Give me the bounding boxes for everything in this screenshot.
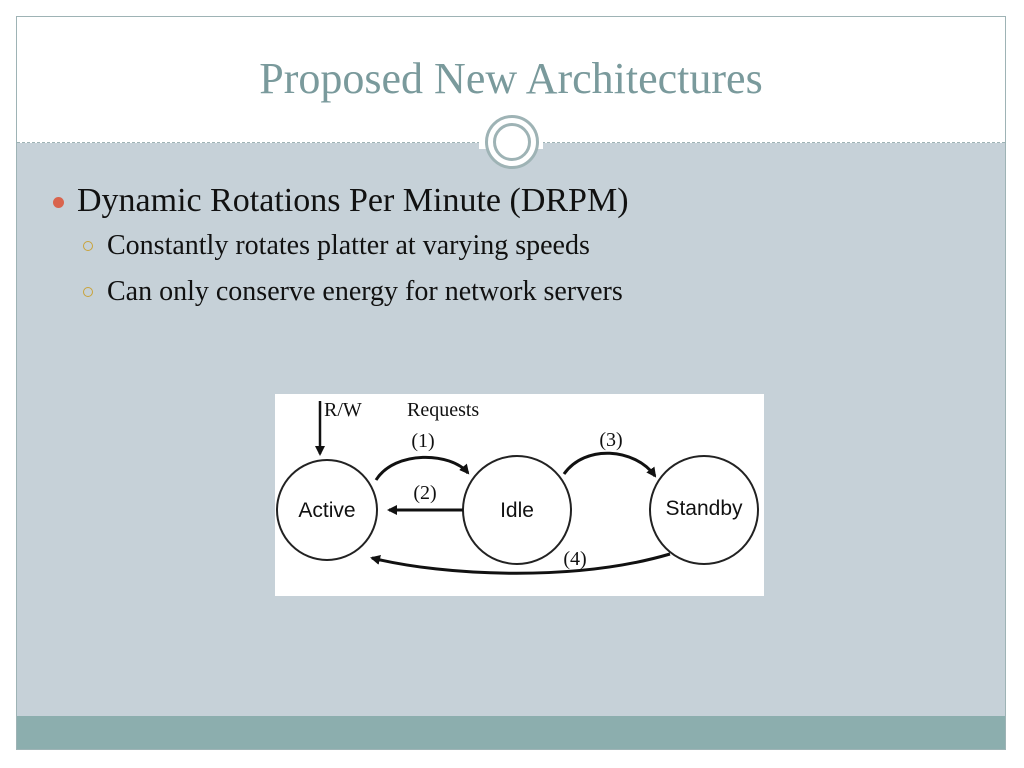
transition-1-label: (1) (411, 430, 434, 452)
sub-bullet-text: Can only conserve energy for network ser… (107, 276, 623, 307)
sub-bullet-circle-icon (83, 287, 93, 297)
requests-label: Requests (407, 399, 479, 421)
state-active-circle (276, 459, 378, 561)
sub-bullet-circle-icon (83, 241, 93, 251)
state-diagram-svg: Active Idle Standby R/W Requests (1) (2)… (276, 399, 759, 575)
transition-1-arrow (374, 455, 470, 481)
bullet-text: Dynamic Rotations Per Minute (DRPM) (77, 182, 629, 219)
transition-3-arrow (562, 451, 657, 478)
transition-3-label: (3) (599, 429, 622, 451)
slide-title: Proposed New Architectures (259, 54, 763, 103)
sub-bullet-text: Constantly rotates platter at varying sp… (107, 230, 590, 261)
ring-ornament-icon (485, 115, 539, 169)
sub-bullet-item: Constantly rotates platter at varying sp… (53, 223, 973, 269)
footer-bar (17, 716, 1005, 749)
bullet-dot-icon (53, 197, 64, 208)
bullet-item: Dynamic Rotations Per Minute (DRPM) (53, 179, 973, 223)
ring-inner (493, 123, 531, 161)
transition-4-label: (4) (563, 548, 586, 570)
drpm-state-diagram: Active Idle Standby R/W Requests (1) (2)… (275, 394, 764, 596)
bullet-list: Dynamic Rotations Per Minute (DRPM) Cons… (53, 179, 973, 315)
slide: Proposed New Architectures Dynamic Rotat… (16, 16, 1006, 750)
sub-bullet-item: Can only conserve energy for network ser… (53, 269, 973, 315)
state-idle-label: Idle (500, 499, 534, 522)
transition-2-label: (2) (413, 482, 436, 504)
state-standby-label: Standby (665, 497, 743, 520)
transition-4-arrow (370, 552, 671, 575)
state-active-label: Active (298, 499, 355, 522)
rw-label: R/W (324, 399, 362, 421)
state-standby-circle (649, 455, 759, 565)
